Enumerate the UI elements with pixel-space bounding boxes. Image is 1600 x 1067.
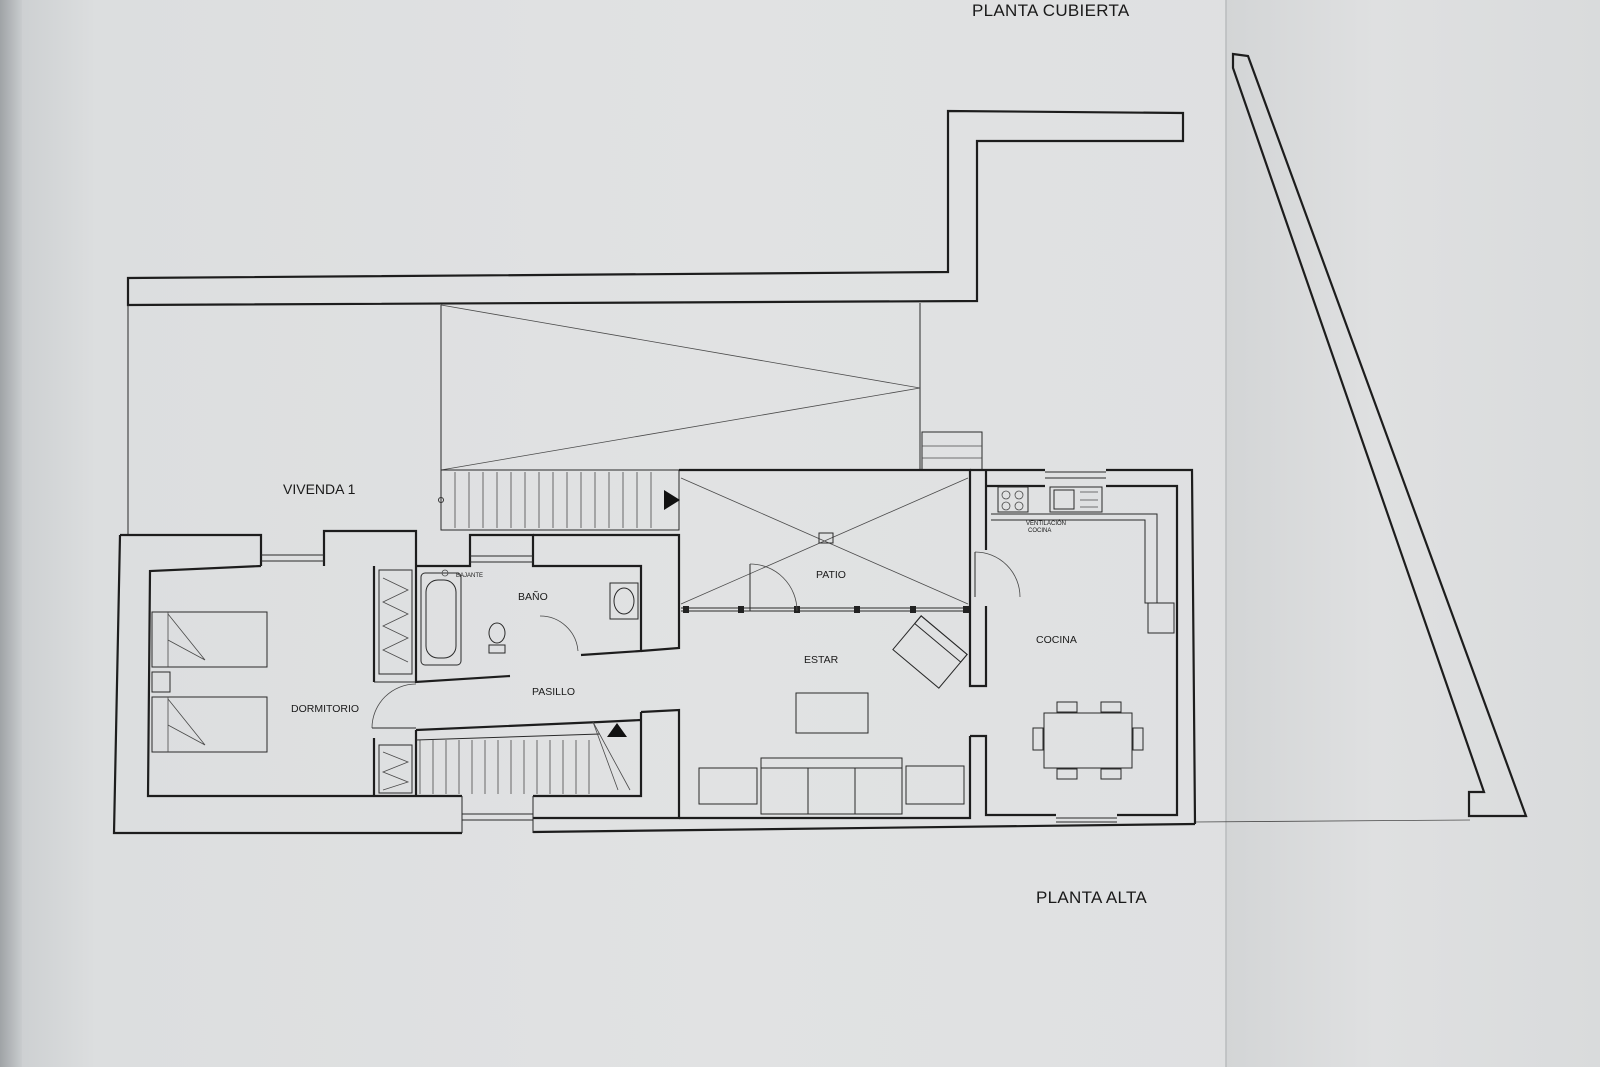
kitchen-door xyxy=(974,551,1021,598)
side-wall-outline xyxy=(1231,52,1528,818)
room-label-dormitorio: DORMITORIO xyxy=(291,703,359,715)
label-ventilacion: VENTILACIÓN xyxy=(1026,520,1066,527)
living-furniture xyxy=(698,615,968,815)
lower-stair xyxy=(415,721,631,794)
paper-fold xyxy=(1226,0,1600,1067)
bath-door xyxy=(539,615,579,652)
room-label-cocina: COCINA xyxy=(1036,634,1077,646)
main-plan-walls xyxy=(112,468,1197,835)
kitchen-furniture xyxy=(991,486,1175,780)
bedroom-door xyxy=(371,683,417,729)
roof-plan-title: PLANTA CUBIERTA xyxy=(972,1,1130,20)
paper-edge xyxy=(0,0,22,1067)
beds xyxy=(151,611,268,753)
unit-label: VIVENDA 1 xyxy=(283,481,356,497)
label-bajante: BAJANTE xyxy=(456,573,483,579)
upper-plan-title: PLANTA ALTA xyxy=(1036,888,1147,907)
wardrobes xyxy=(378,569,413,794)
roof-plan-outline xyxy=(126,109,1185,535)
stair-void xyxy=(440,303,983,471)
room-label-estar: ESTAR xyxy=(804,654,839,666)
ground-line xyxy=(1194,819,1471,823)
room-label-bano: BAÑO xyxy=(518,590,548,603)
label-ventilacion-sub: COCINA xyxy=(1028,528,1051,534)
upper-stair xyxy=(438,469,680,531)
room-label-pasillo: PASILLO xyxy=(532,686,575,698)
room-label-patio: PATIO xyxy=(816,569,846,581)
bath-fixtures xyxy=(420,569,639,666)
patio-void xyxy=(680,477,969,613)
